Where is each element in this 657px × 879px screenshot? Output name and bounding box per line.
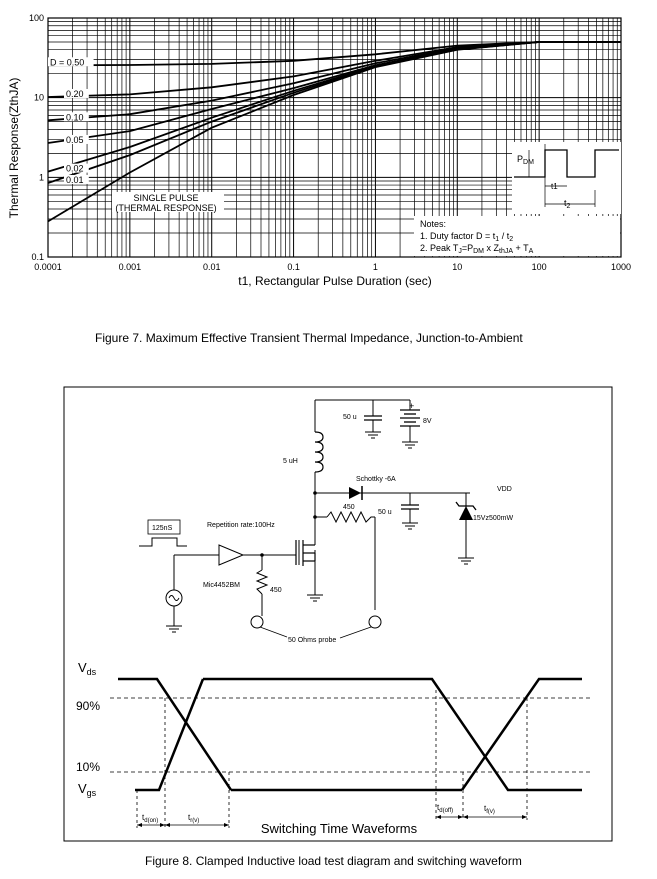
svg-text:1. Duty factor D = t1 / t2: 1. Duty factor D = t1 / t2 [420, 231, 513, 243]
vgs-waveform [135, 678, 205, 792]
p10-label: 10% [76, 760, 100, 774]
series-label: 0.20 [66, 89, 84, 99]
figure8-frame [63, 386, 613, 842]
schottky-label: Schottky -6A [356, 476, 396, 483]
resistor-top-label: 450 [343, 504, 355, 511]
inductor-icon [314, 431, 324, 473]
p90-label: 90% [76, 699, 100, 713]
single-pulse-sublabel: (THERMAL RESPONSE) [115, 203, 216, 213]
resistor-low-icon [255, 569, 269, 595]
x-axis-label: t1, Rectangular Pulse Duration (sec) [238, 274, 431, 288]
x-tick-label: 0.01 [203, 262, 221, 272]
plot-frame [47, 17, 622, 258]
svg-text:125nS: 125nS [152, 525, 173, 532]
single-pulse-label: SINGLE PULSE [133, 193, 198, 203]
chart-series [47, 41, 621, 223]
probe-label: 50 Ohms probe [288, 637, 336, 644]
vds-waveform [118, 677, 233, 791]
inductor-label: 5 uH [283, 458, 298, 465]
series-label: 0.05 [66, 135, 84, 145]
mosfet-icon [295, 540, 316, 566]
series-label: 0.10 [66, 112, 84, 122]
x-tick-label: 10 [452, 262, 462, 272]
figure7-caption: Figure 7. Maximum Effective Transient Th… [95, 331, 523, 345]
battery-icon [400, 409, 420, 427]
battery-label: 8V [423, 418, 432, 425]
tr-label: tr(v) [188, 813, 199, 824]
ground-icon [402, 522, 418, 530]
series-label: 0.02 [66, 164, 84, 174]
driver-icon [218, 544, 245, 566]
waveform-title: Switching Time Waveforms [261, 821, 418, 836]
rep-rate-label: Repetition rate:100Hz [207, 522, 275, 529]
ground-icon [365, 431, 381, 439]
driver-label: Mic4452BM [203, 582, 240, 589]
vgs-waveform-b [460, 677, 582, 791]
series-label: D = 0.50 [50, 57, 84, 67]
vdd-label: VDD [497, 486, 512, 493]
zener-diode-icon [455, 501, 477, 520]
thermal-chart: 0.0001 0.001 0.01 0.1 1 10 100 1000 0.1 1 10 100 D … [7, 13, 631, 288]
y-tick-label: 1 [39, 172, 44, 182]
cap-top-label: 50 u [343, 414, 357, 421]
vgs-label: Vgs [78, 781, 97, 798]
chart-axes [47, 17, 622, 258]
series-label-bg [64, 174, 89, 184]
ground-icon [458, 557, 474, 565]
schottky-diode-icon [349, 486, 363, 500]
y-tick-label: 10 [34, 93, 44, 103]
ground-icon [166, 625, 182, 633]
x-tick-label: 1 [373, 262, 378, 272]
test-circuit-diagram: 50 u + 8V 5 uH Schottky -6A VDD 450 50 u [63, 386, 613, 842]
series-label: 0.01 [66, 175, 84, 185]
series-line [47, 41, 621, 223]
capacitor-top-icon [364, 415, 382, 421]
pulse-inset: PDM t1 t2 [512, 142, 621, 214]
y-tick-label: 100 [29, 13, 44, 23]
x-tick-label: 100 [532, 262, 547, 272]
resistor-low-label: 450 [270, 587, 282, 594]
pulse-generator-box: 125nS [139, 519, 187, 547]
tf-label: tf(v) [484, 804, 495, 815]
series-label-bg [64, 112, 89, 122]
svg-text:Thermal Response(ZthJA): Thermal Response(ZthJA) [7, 78, 21, 219]
series-label-bg [64, 134, 89, 144]
probe-left-icon [250, 615, 264, 629]
capacitor-mid-icon [401, 504, 419, 510]
signal-source-icon [165, 589, 183, 607]
series-label-bg [64, 88, 89, 98]
y-axis-label: Thermal Response(ZthJA) [7, 78, 21, 219]
probe-right-icon [368, 615, 382, 629]
vds-label: Vds [78, 660, 97, 677]
zener-label: 15Vz500mW [473, 515, 513, 522]
figure8-caption: Figure 8. Clamped Inductive load test di… [145, 854, 522, 868]
single-pulse-bg [112, 192, 224, 212]
svg-text:t2: t2 [564, 198, 571, 210]
svg-text:t1: t1 [551, 182, 558, 191]
cap-mid-label: 50 u [378, 509, 392, 516]
series-label-bg [64, 163, 89, 173]
svg-text:2. Peak TJ=PDM x ZthJA + TA: 2. Peak TJ=PDM x ZthJA + TA [420, 243, 534, 255]
x-tick-label: 0.001 [119, 262, 142, 272]
series-label-bg [48, 57, 94, 67]
x-tick-label: 1000 [611, 262, 631, 272]
vds-waveform-b [203, 677, 582, 792]
series-labels: D = 0.50 0.20 0.10 0.05 0.020.01 [48, 57, 94, 185]
svg-text:PDM: PDM [517, 154, 534, 166]
svg-text:Notes:: Notes: [420, 219, 446, 229]
x-tick-label: 0.0001 [34, 262, 62, 272]
svg-text:+: + [409, 401, 414, 411]
ground-icon [402, 441, 418, 449]
notes-box: Notes: 1. Duty factor D = t1 / t2 2. Pea… [414, 216, 620, 256]
td-on-label: td(on) [142, 813, 158, 824]
switching-waveforms: Vds 90% 10% Vgs td(on) tr(v) td(off) tf(… [76, 660, 590, 836]
tick-labels: 0.0001 0.001 0.01 0.1 1 10 100 1000 0.1 1 10 100 [29, 13, 631, 272]
resistor-top-icon [326, 510, 375, 524]
ground-icon [307, 594, 323, 602]
y-tick-label: 0.1 [31, 252, 44, 262]
x-tick-label: 0.1 [287, 262, 300, 272]
td-off-label: td(off) [437, 803, 453, 814]
